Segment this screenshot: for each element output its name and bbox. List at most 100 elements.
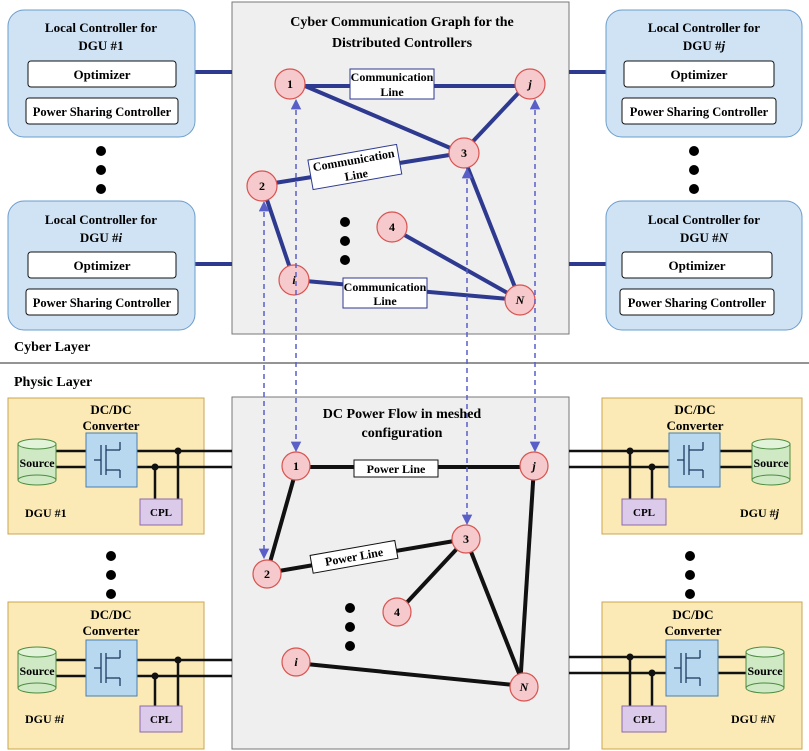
cyber-graph-title-line2: Distributed Controllers [332, 36, 473, 51]
cyber-link-4-N [391, 226, 521, 302]
dgui-label: DGU #i [25, 712, 65, 726]
ctrl1-optimizer: Optimizer [73, 67, 130, 82]
cyber-graph-title-line1: Cyber Communication Graph for the [290, 15, 513, 30]
power-node-label-4: 4 [394, 605, 400, 619]
dgui-cpl-label: CPL [150, 714, 172, 726]
ctrl-ellipsis-right [689, 146, 699, 194]
physic-ellipsis [345, 603, 355, 651]
power-nodes [252, 451, 549, 702]
ctrli-title-line2: DGU #i [80, 230, 123, 245]
dgui-converter-line2: Converter [82, 623, 139, 638]
dgui-source-label: Source [19, 664, 55, 678]
cyber-node-label-j: j [526, 77, 532, 91]
dgu-j: DC/DC Converter Source CPL DGU #j [569, 397, 803, 535]
ctrli-title-line1: Local Controller for [45, 212, 157, 227]
comm-label-mid-line2: Line [344, 166, 370, 184]
dguj-converter-line1: DC/DC [674, 402, 715, 417]
dguj-converter-line2: Converter [666, 418, 723, 433]
dguj-converter [668, 432, 721, 488]
dgui-source [17, 646, 57, 694]
dguj-label: DGU #j [740, 506, 780, 520]
dguN-converter [665, 639, 719, 697]
power-node-label-i: i [294, 655, 298, 669]
comm-label-top-line1: Communication [351, 70, 434, 84]
ctrl-ellipsis-left [96, 146, 106, 194]
dgu-1: DC/DC Converter Source CPL DGU #1 [7, 397, 232, 535]
dguj-source-label: Source [753, 456, 789, 470]
physic-layer-label: Physic Layer [14, 375, 92, 390]
comm-label-bottom-line2: Line [373, 294, 397, 308]
ctrl1-title-line1: Local Controller for [45, 20, 157, 35]
cyber-node-1 [274, 68, 306, 100]
dguN-converter-line2: Converter [664, 623, 721, 638]
power-node-2 [252, 559, 282, 589]
cyber-link-1-3 [304, 84, 463, 155]
power-label-top: Power Line [353, 459, 439, 478]
ctrli-psc: Power Sharing Controller [33, 296, 172, 310]
comm-label-bottom: Communication Line [342, 277, 428, 309]
power-link-3-N [464, 538, 526, 687]
dgu1-label: DGU #1 [25, 506, 67, 520]
dgu1-cpl-label: CPL [150, 507, 172, 519]
power-node-4 [382, 597, 412, 627]
ctrlj-psc: Power Sharing Controller [630, 105, 769, 119]
ctrlj-title-line2: DGU #j [683, 38, 726, 53]
local-controller-1: Local Controller for DGU #1 Optimizer Po… [7, 9, 196, 138]
ctrlN-optimizer: Optimizer [668, 258, 725, 273]
dgu1-converter-line1: DC/DC [90, 402, 131, 417]
power-label-top-text: Power Line [367, 462, 426, 476]
cyber-node-label-3: 3 [461, 146, 467, 160]
dguN-label: DGU #N [731, 712, 777, 726]
power-node-label-3: 3 [463, 532, 469, 546]
dgu1-converter [85, 432, 138, 488]
dgu1-cpl [139, 498, 183, 526]
local-controller-j: Local Controller for DGU #j Optimizer Po… [605, 9, 803, 138]
physic-graph-title-line2: configuration [362, 426, 443, 441]
power-node-N [509, 672, 539, 702]
dguj-cpl-label: CPL [633, 507, 655, 519]
ctrl1-title-line2: DGU #1 [78, 38, 123, 53]
dgu1-converter-line2: Converter [82, 418, 139, 433]
local-controller-i: Local Controller for DGU #i Optimizer Po… [7, 200, 196, 331]
cyber-ellipsis [340, 217, 350, 265]
cyber-node-4 [376, 211, 408, 243]
dguj-source [751, 438, 791, 486]
power-node-labels: 1 j 3 2 4 i N [264, 459, 536, 694]
cyber-node-label-4: 4 [389, 220, 395, 234]
cyber-link-2-i [260, 184, 296, 281]
dgu-ellipsis-left [106, 551, 116, 599]
dgui-cpl [139, 705, 183, 733]
power-node-label-2: 2 [264, 567, 270, 581]
dgui-converter-line1: DC/DC [90, 607, 131, 622]
dguN-source [745, 646, 785, 694]
dgui-converter [85, 639, 138, 697]
power-node-label-1: 1 [293, 459, 299, 473]
power-link-3-4 [396, 537, 468, 614]
cyber-node-label-2: 2 [259, 179, 265, 193]
power-link-i-N [295, 661, 525, 688]
dgui-mosfet-icon [94, 650, 121, 686]
dgu-i: DC/DC Converter Source CPL DGU #i [7, 601, 232, 750]
dguN-cpl [621, 705, 667, 733]
dguN-cpl-label: CPL [633, 714, 655, 726]
ctrl1-psc: Power Sharing Controller [33, 105, 172, 119]
power-link-1-2 [265, 466, 299, 574]
dgu1-source-label: Source [19, 456, 55, 470]
comm-label-bottom-line1: Communication [344, 280, 427, 294]
ctrlj-title-line1: Local Controller for [648, 20, 760, 35]
ctrlN-title-line1: Local Controller for [648, 212, 760, 227]
ctrli-optimizer: Optimizer [73, 258, 130, 273]
power-link-j-3 [518, 466, 536, 688]
dguN-converter-line1: DC/DC [672, 607, 713, 622]
dgu1-mosfet-icon [94, 442, 121, 478]
dgu1-source [17, 438, 57, 486]
comm-label-top-line2: Line [380, 85, 404, 99]
dgu-ellipsis-right [685, 551, 695, 599]
power-node-label-j: j [530, 459, 536, 473]
comm-label-top: Communication Line [349, 68, 435, 100]
dguN-mosfet-icon [674, 650, 701, 686]
dgu-N: DC/DC Converter Source CPL DGU #N [569, 601, 803, 750]
cyber-physical-links [258, 98, 541, 560]
dguj-cpl [621, 498, 667, 526]
